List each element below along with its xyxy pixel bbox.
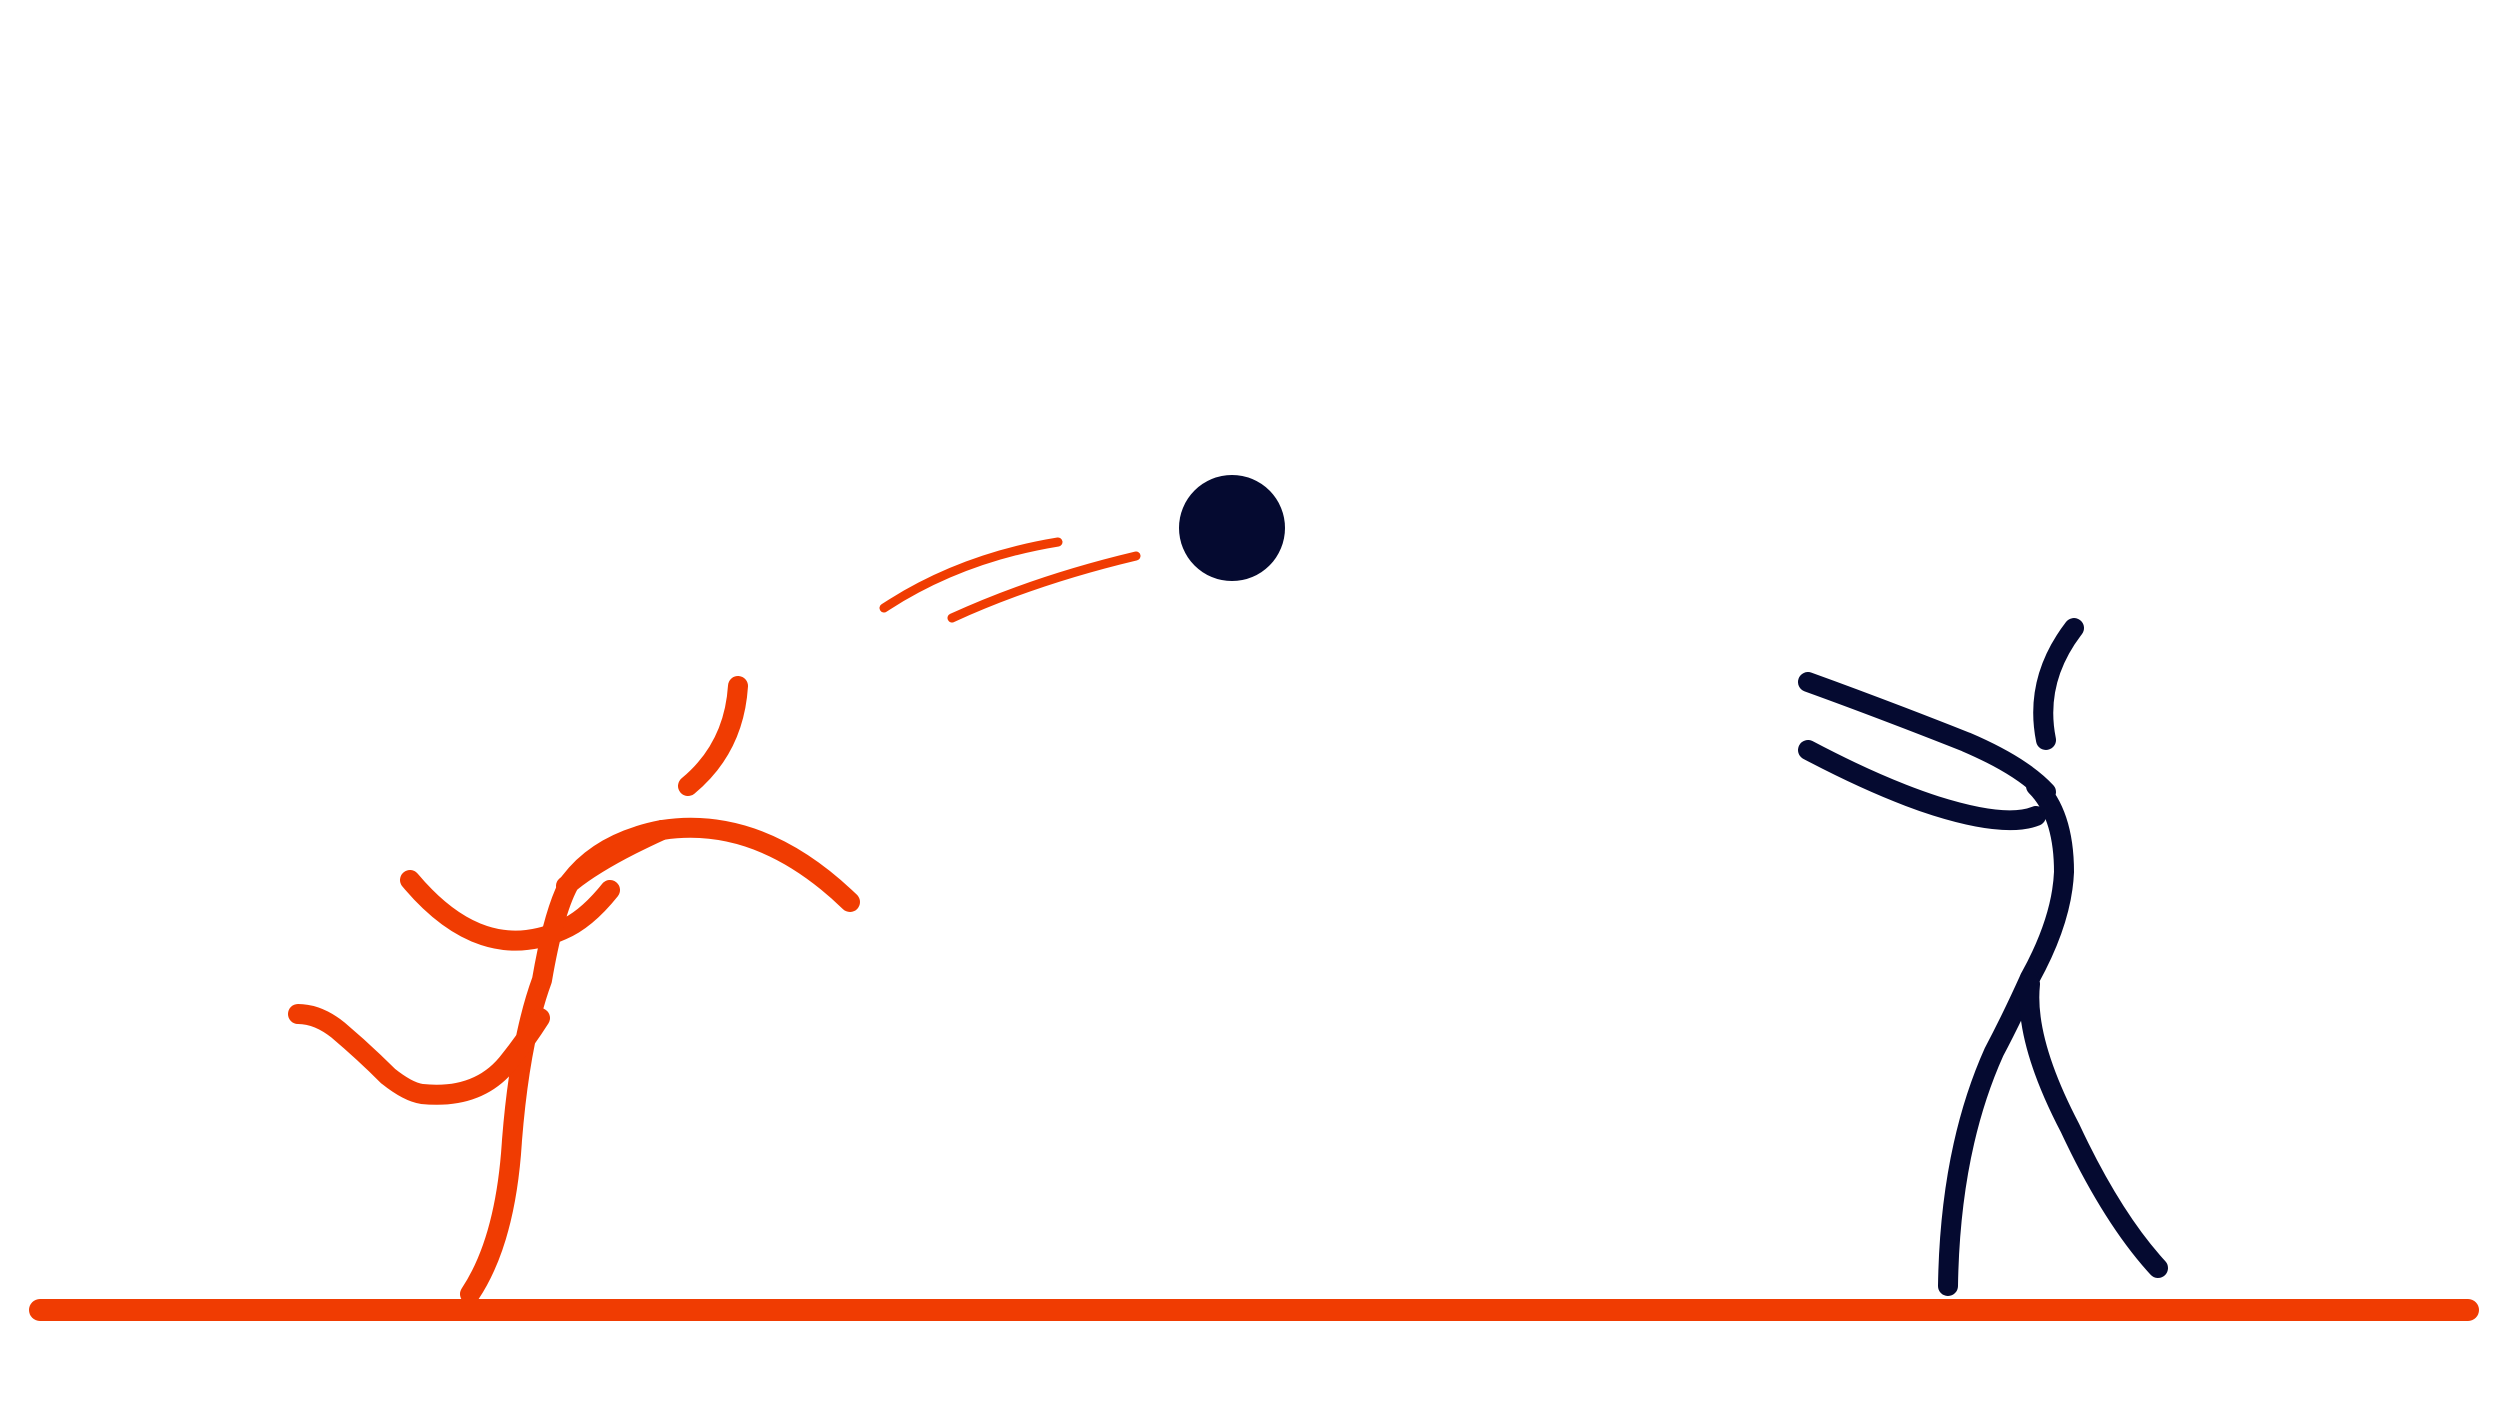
thrower-back-arm bbox=[400, 870, 620, 951]
catcher-lower-arm bbox=[1798, 740, 2046, 831]
motion-lines bbox=[879, 537, 1141, 623]
motion-line-lower bbox=[947, 551, 1141, 623]
catcher-head bbox=[2033, 618, 2084, 750]
catcher-front-leg bbox=[1938, 968, 2040, 1296]
catcher-figure bbox=[1798, 618, 2168, 1296]
catcher-back-leg bbox=[2019, 974, 2168, 1278]
thrower-figure bbox=[288, 676, 860, 1304]
thrower-throwing-arm bbox=[652, 817, 860, 912]
ball bbox=[1179, 475, 1285, 581]
thrower-head bbox=[678, 676, 748, 796]
catcher-torso bbox=[2020, 776, 2074, 988]
thrower-shoulder-curve bbox=[556, 820, 672, 896]
catcher-upper-arm bbox=[1798, 672, 2056, 802]
thrower-back-leg bbox=[288, 1004, 550, 1105]
motion-line-upper bbox=[879, 537, 1063, 613]
